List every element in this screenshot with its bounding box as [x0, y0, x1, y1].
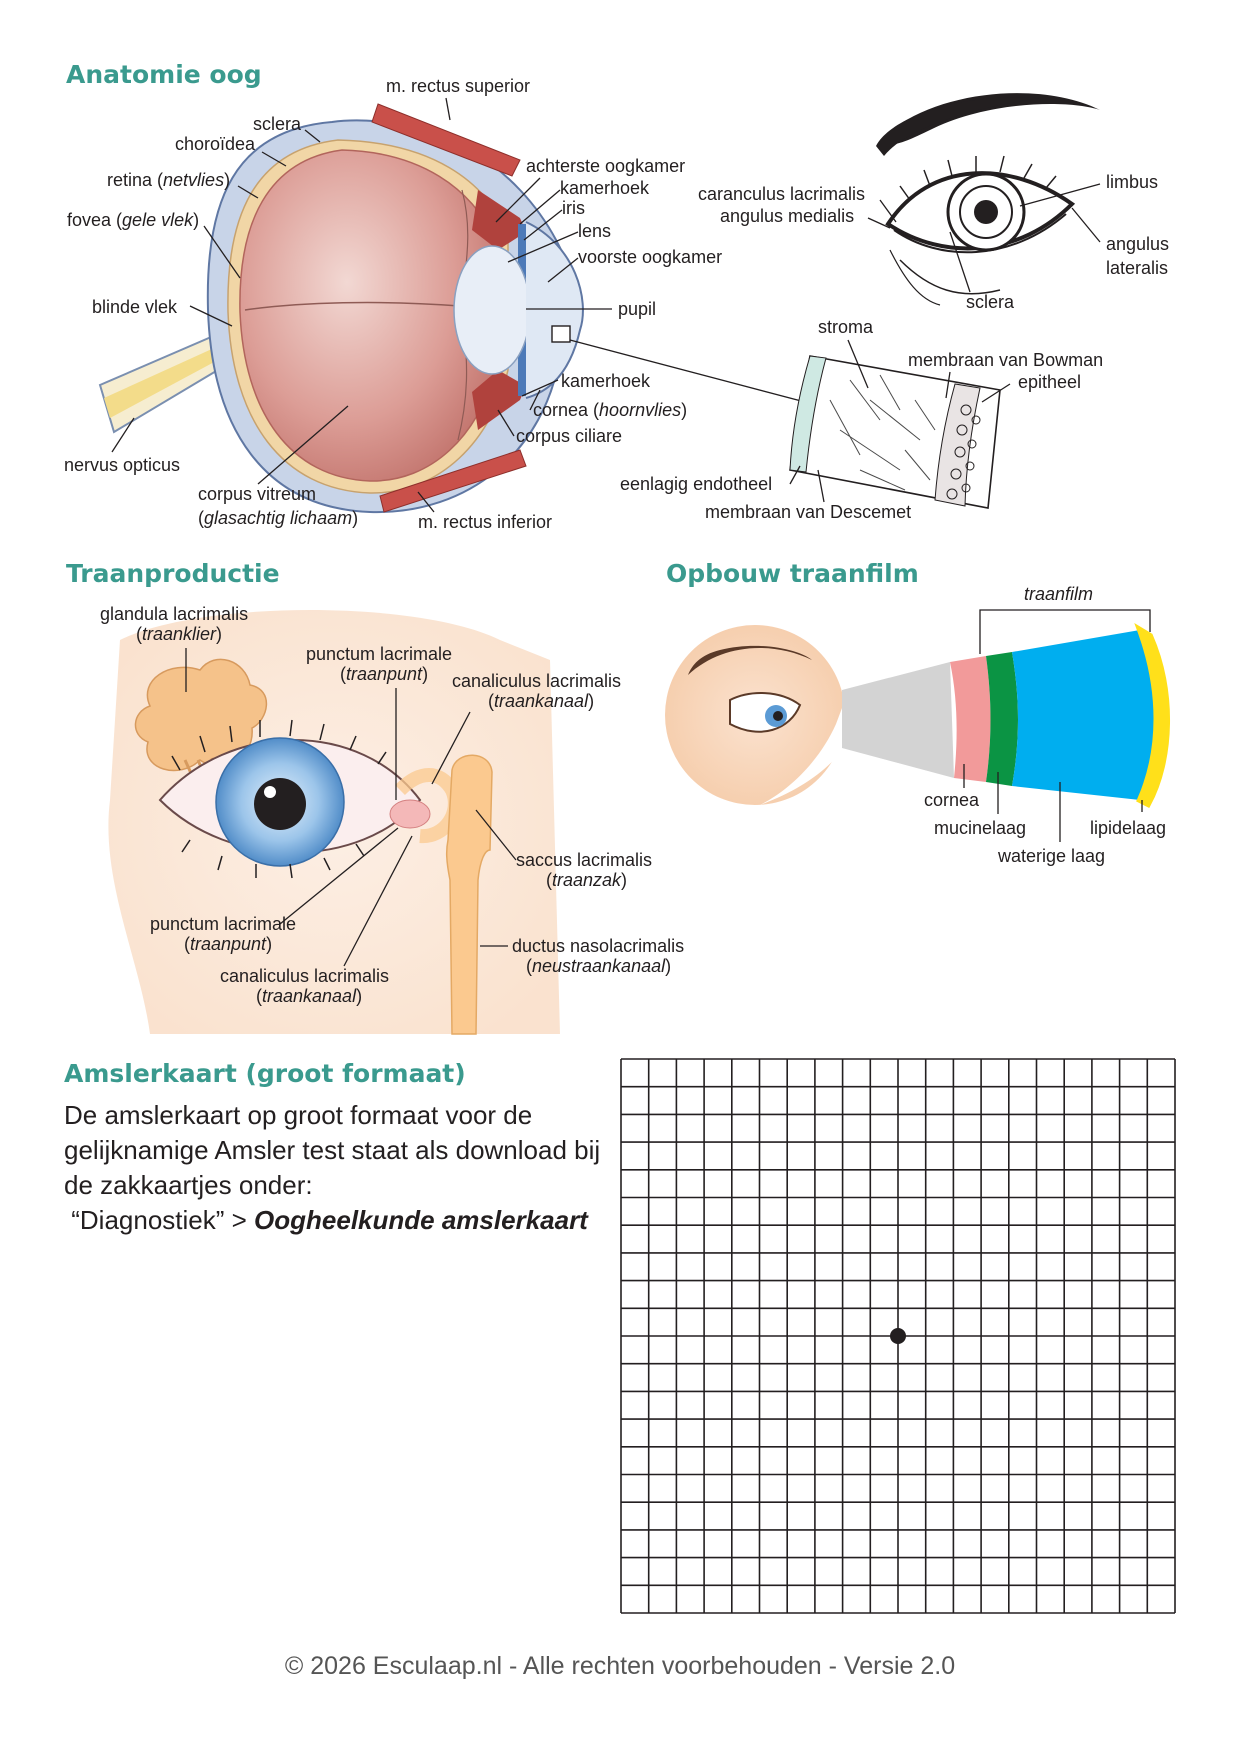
- amsler-download-link[interactable]: Oogheelkunde amslerkaart: [254, 1205, 588, 1235]
- layer-mucin: [986, 652, 1018, 786]
- layer-aqueous: [1012, 630, 1157, 800]
- label-mucin: mucinelaag: [934, 818, 1026, 838]
- label-cornea: cornea (hoornvlies): [533, 400, 687, 420]
- label-punctum-bottom-nl: (traanpunt): [184, 934, 272, 954]
- label-stroma: stroma: [818, 317, 874, 337]
- tear-production-illustration: [108, 610, 560, 1035]
- lens-shape: [453, 245, 531, 375]
- label-rectus-superior: m. rectus superior: [386, 76, 530, 96]
- label-canaliculus-bottom-nl: (traankanaal): [256, 986, 362, 1006]
- tear-duct: [445, 754, 493, 1035]
- label-optic-nerve: nervus opticus: [64, 455, 180, 475]
- label-bowman: membraan van Bowman: [908, 350, 1103, 370]
- label-angle-top: kamerhoek: [560, 178, 650, 198]
- light-beam: [842, 662, 954, 778]
- label-iris: iris: [562, 198, 585, 218]
- anatomy-labels: m. rectus superior sclera choroïdea reti…: [64, 76, 722, 532]
- label-lipid: lipidelaag: [1090, 818, 1166, 838]
- external-eye-drawing: [876, 93, 1100, 306]
- lacrimal-gland: [134, 658, 268, 772]
- label-sclera-ext: sclera: [966, 292, 1015, 312]
- label-canaliculus-top: canaliculus lacrimalis: [452, 671, 621, 691]
- label-lateral-angle-2: lateralis: [1106, 258, 1168, 278]
- heading-anatomy: Anatomie oog: [66, 60, 262, 89]
- label-canaliculus-top-nl: (traankanaal): [488, 691, 594, 711]
- label-medial-angle: angulus medialis: [720, 206, 854, 226]
- heading-tear-film: Opbouw traanfilm: [666, 559, 919, 588]
- label-punctum-bottom: punctum lacrimale: [150, 914, 296, 934]
- rectus-inferior-muscle: [379, 449, 527, 513]
- eye-cross-section: [98, 103, 806, 514]
- label-duct-nl: (neustraankanaal): [526, 956, 671, 976]
- label-gland: glandula lacrimalis: [100, 604, 248, 624]
- label-endothelium: eenlagig endotheel: [620, 474, 772, 494]
- label-angle-bottom: kamerhoek: [561, 371, 651, 391]
- label-limbus: limbus: [1106, 172, 1158, 192]
- label-duct: ductus nasolacrimalis: [512, 936, 684, 956]
- tear-film-illustration: [665, 609, 1170, 808]
- label-epithelium: epitheel: [1018, 372, 1081, 392]
- amsler-grid: [620, 1058, 1176, 1614]
- label-gland-nl: (traanklier): [136, 624, 222, 644]
- label-canaliculus-bottom: canaliculus lacrimalis: [220, 966, 389, 986]
- amsler-description: De amslerkaart op groot formaat voor de …: [64, 1098, 624, 1238]
- label-tear-film: traanfilm: [1024, 584, 1093, 604]
- label-vitreous: corpus vitreum: [198, 484, 316, 504]
- label-rectus-inferior: m. rectus inferior: [418, 512, 552, 532]
- amsler-path-prefix: “Diagnostiek” >: [71, 1205, 255, 1235]
- tear-film-labels: traanfilm cornea mucinelaag waterige laa…: [924, 584, 1166, 866]
- label-fovea: fovea (gele vlek): [67, 210, 199, 230]
- label-lateral-angle-1: angulus: [1106, 234, 1169, 254]
- label-lens: lens: [578, 221, 611, 241]
- footer-copyright: © 2026 Esculaap.nl - Alle rechten voorbe…: [284, 1652, 956, 1680]
- label-tf-cornea: cornea: [924, 790, 980, 810]
- rectus-superior-muscle: [371, 103, 521, 177]
- layer-lipid: [1134, 623, 1170, 808]
- label-descemet: membraan van Descemet: [705, 502, 911, 522]
- layer-cornea: [950, 656, 991, 782]
- label-aqueous: waterige laag: [997, 846, 1105, 866]
- label-punctum-top-nl: (traanpunt): [340, 664, 428, 684]
- tear-production-labels: glandula lacrimalis (traanklier) punctum…: [100, 604, 684, 1006]
- amsler-center-dot: [890, 1328, 906, 1344]
- amsler-text: De amslerkaart op groot formaat voor de …: [64, 1100, 601, 1200]
- cornea-detail-labels: stroma membraan van Bowman epitheel eenl…: [620, 317, 1103, 522]
- label-ciliary-body: corpus ciliare: [516, 426, 622, 446]
- heading-tear-production: Traanproductie: [66, 559, 280, 588]
- label-anterior-chamber: voorste oogkamer: [578, 247, 722, 267]
- label-caruncle: caranculus lacrimalis: [698, 184, 865, 204]
- label-choroidea: choroïdea: [175, 134, 256, 154]
- label-vitreous-nl: (glasachtig lichaam): [198, 508, 358, 528]
- label-blind-spot: blinde vlek: [92, 297, 178, 317]
- label-retina: retina (netvlies): [107, 170, 230, 190]
- external-eye-labels: caranculus lacrimalis angulus medialis l…: [698, 172, 1169, 312]
- label-posterior-chamber: achterste oogkamer: [526, 156, 685, 176]
- label-sac: saccus lacrimalis: [516, 850, 652, 870]
- label-punctum-top: punctum lacrimale: [306, 644, 452, 664]
- label-sac-nl: (traanzak): [546, 870, 627, 890]
- label-sclera: sclera: [253, 114, 302, 134]
- label-pupil: pupil: [618, 299, 656, 319]
- cornea-detail: [789, 355, 1001, 509]
- heading-amsler: Amslerkaart (groot formaat): [64, 1059, 466, 1088]
